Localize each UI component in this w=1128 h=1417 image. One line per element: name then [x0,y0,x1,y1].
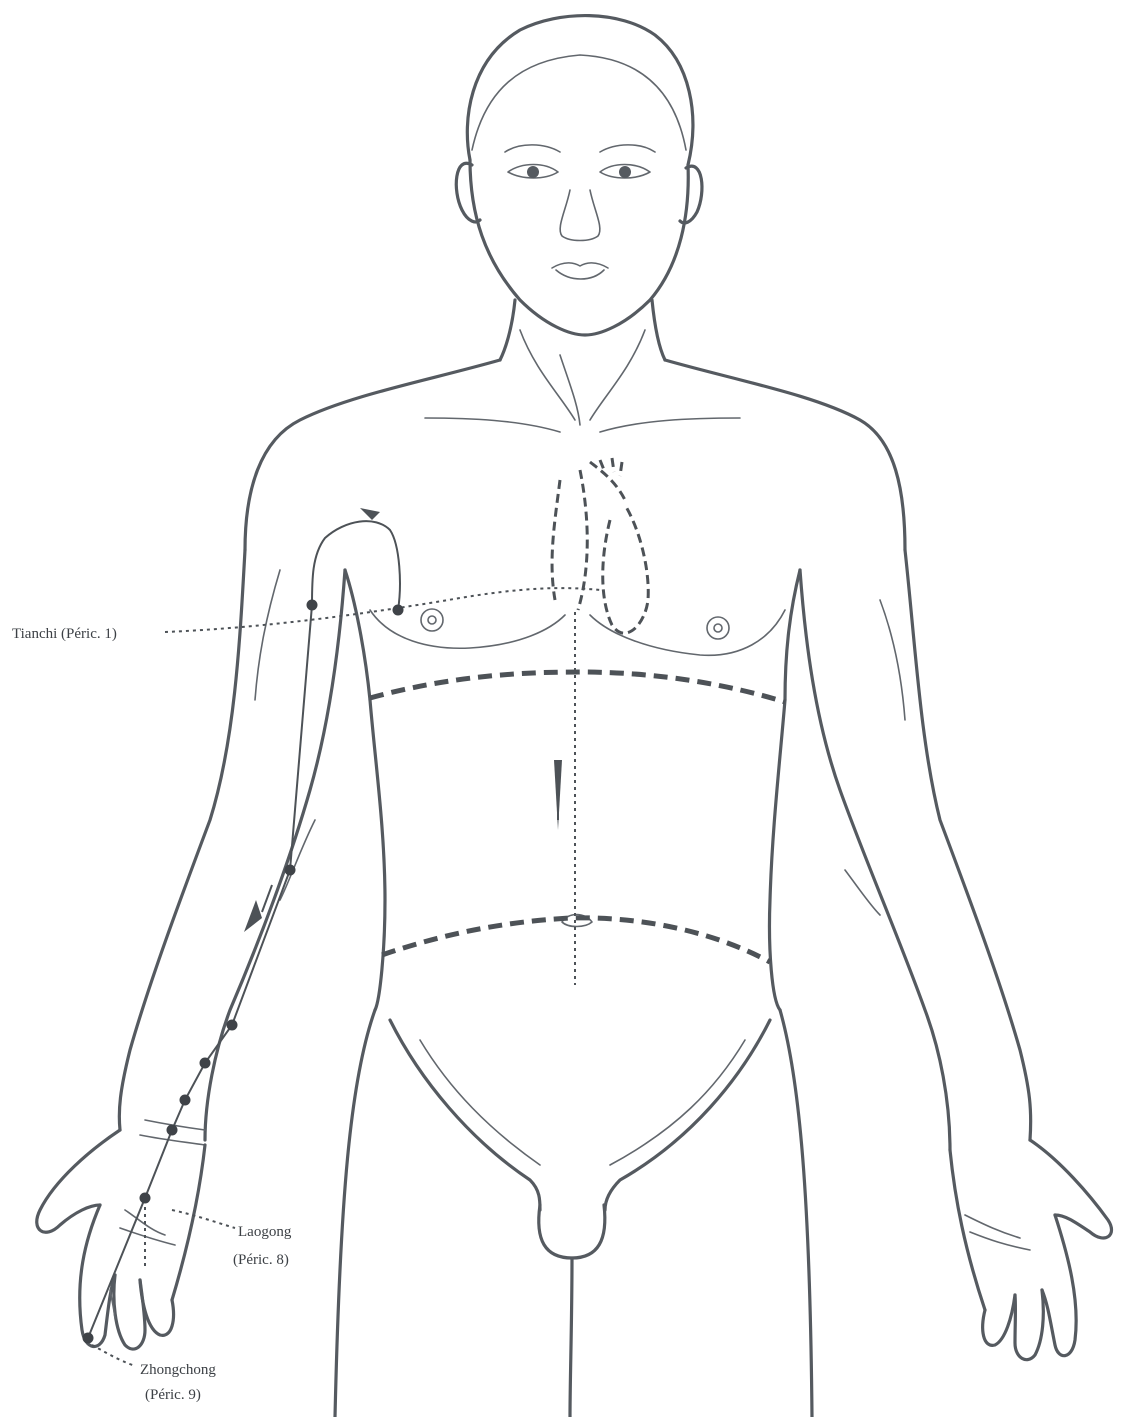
forearm-point-1 [227,1020,238,1031]
label-laogong-code: (Péric. 8) [233,1252,289,1268]
heart-outline [552,458,648,633]
label-zhongchong-code: (Péric. 9) [145,1387,201,1403]
forearm-point-2 [200,1058,211,1069]
labels: Tianchi (Péric. 1) Laogong (Péric. 8) Zh… [12,626,292,1403]
left-arm [800,550,1112,1360]
tianchi-point [393,605,404,616]
left-nipple [421,609,443,631]
torso [245,360,905,1417]
wrist-point [167,1125,178,1136]
upper-arm-point [307,600,318,611]
neck [500,300,665,425]
head [456,16,702,335]
forearm-point-3 [180,1095,191,1106]
right-eye-pupil [619,166,631,178]
label-tianchi: Tianchi (Péric. 1) [12,626,117,642]
right-arm [37,550,345,1349]
pericardium-meridian [83,508,786,1344]
meridian-arrow-shoulder [360,508,380,520]
label-zhongchong-name: Zhongchong [140,1362,216,1378]
left-eye-pupil [527,166,539,178]
elbow-point [285,865,296,876]
meridian-arrow-forearm-1 [244,900,262,932]
zhongchong-point [83,1333,94,1344]
right-nipple [707,617,729,639]
laogong-point [140,1193,151,1204]
label-laogong-name: Laogong [238,1224,292,1240]
